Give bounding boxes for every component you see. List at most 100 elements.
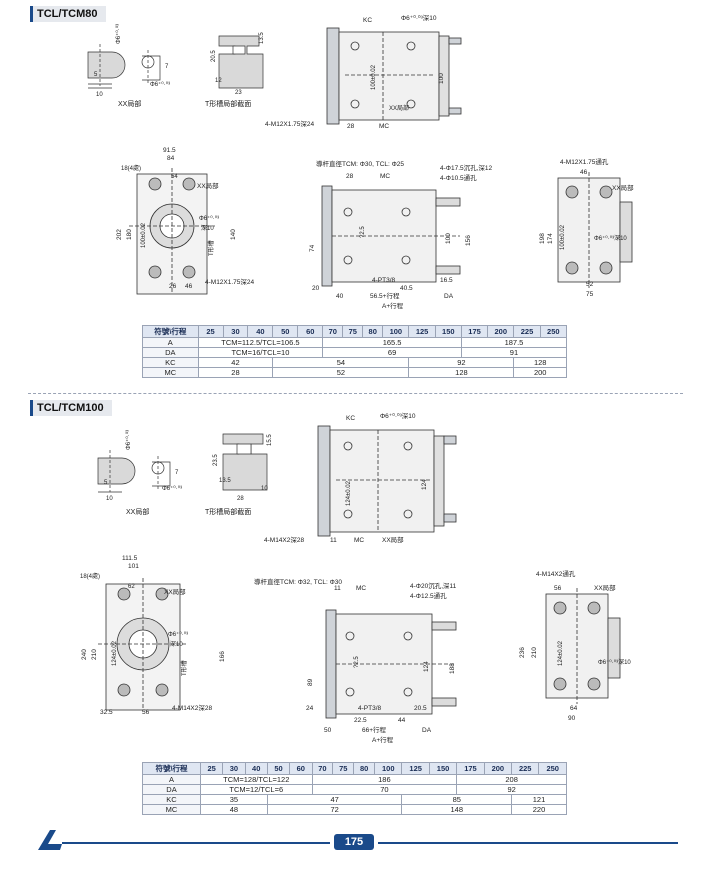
label: XX局部 bbox=[197, 181, 219, 190]
table-cell: DA bbox=[141, 784, 202, 795]
table-cell: KC bbox=[141, 794, 202, 805]
label: Φ6⁺⁰·⁰³ bbox=[199, 215, 219, 222]
label: 7 bbox=[165, 64, 169, 70]
label: 28 bbox=[237, 496, 244, 502]
xx-detail-drawing-tcm80: Φ6⁺⁰·⁰³ 5 10 7 Φ6⁺⁰·⁰³ XX局部 bbox=[87, 24, 170, 108]
table-cell: TCM=12/TCL=6 bbox=[200, 784, 313, 795]
label: 100 bbox=[445, 233, 452, 244]
label: MC bbox=[356, 585, 366, 592]
label: 4-Φ10.5通孔 bbox=[440, 173, 477, 182]
table-cell: KC bbox=[142, 357, 199, 368]
label: Φ6⁺⁰·⁰³ bbox=[150, 81, 170, 88]
xx-detail-drawing-tcm100: Φ6⁺⁰·⁰³ 5 10 7 Φ6⁺⁰·⁰³ XX局部 bbox=[97, 430, 182, 516]
label: T形槽 bbox=[180, 660, 188, 676]
table-cell: 48 bbox=[200, 804, 268, 815]
table-header-cell: 60 bbox=[297, 325, 324, 338]
table-row: A TCM=128/TCL=122 186 208 bbox=[141, 774, 567, 785]
spec-table-tcm100: 符號\行程 25 30 40 50 60 70 75 80 100 125 15… bbox=[141, 762, 567, 815]
front-view-drawing-tcm80: 91.5 84 18(4處) 54 XX局部 202 180 100±0.02 … bbox=[116, 147, 255, 295]
label: 4-M14X2通孔 bbox=[536, 569, 576, 578]
label: Φ6⁺⁰·⁰³ bbox=[168, 631, 188, 638]
label: 20.5 bbox=[414, 705, 427, 712]
table-cell: 208 bbox=[456, 774, 567, 785]
label: 10 bbox=[96, 92, 103, 98]
label: 46 bbox=[185, 283, 193, 290]
label: 74 bbox=[309, 244, 316, 252]
table-header-cell: 175 bbox=[460, 325, 489, 338]
table-cell: 52 bbox=[272, 367, 410, 378]
table-header-cell: 225 bbox=[511, 762, 540, 775]
caption-tslot: T形槽局部截面 bbox=[205, 507, 251, 516]
table-row: MC 48 72 148 220 bbox=[141, 804, 567, 815]
table-header-cell: 225 bbox=[513, 325, 541, 338]
table-header-cell: 30 bbox=[222, 762, 246, 775]
label: Φ6⁺⁰·⁰³深10 bbox=[594, 234, 627, 242]
label: 101 bbox=[128, 563, 139, 570]
table-row: KC 42 54 92 128 bbox=[142, 357, 567, 368]
table-cell: 28 bbox=[197, 367, 274, 378]
label: 62 bbox=[128, 584, 135, 590]
label: T形槽 bbox=[207, 240, 215, 256]
caption-tslot: T形槽局部截面 bbox=[205, 99, 251, 108]
label: 44 bbox=[398, 717, 406, 724]
label: 50 bbox=[324, 727, 332, 734]
label: 13.5 bbox=[259, 32, 265, 44]
footer-rule-right bbox=[378, 842, 678, 844]
label: 32.5 bbox=[100, 709, 113, 716]
front-view-drawing-tcm100: 111.5 101 18(4處) 62 XX局部 240 210 124±0.0… bbox=[80, 555, 226, 716]
label: 166 bbox=[219, 651, 226, 662]
label: 75 bbox=[586, 291, 594, 298]
table-cell: 121 bbox=[511, 794, 567, 805]
table-header-cell: 200 bbox=[487, 325, 515, 338]
table-header-cell: 40 bbox=[244, 762, 268, 775]
label: 18(4處) bbox=[121, 164, 141, 172]
table-header-cell: 符號\行程 bbox=[142, 325, 199, 338]
label: 11 bbox=[334, 585, 341, 592]
table-cell: A bbox=[141, 774, 202, 785]
table-header-cell: 40 bbox=[247, 325, 274, 338]
table-cell: 69 bbox=[322, 347, 462, 358]
table-cell: 35 bbox=[200, 794, 268, 805]
table-header-cell: 125 bbox=[408, 325, 436, 338]
label: 26 bbox=[169, 283, 177, 290]
table-cell: TCM=16/TCL=10 bbox=[197, 347, 324, 358]
table-cell: 165.5 bbox=[322, 337, 462, 348]
label: 4-Φ12.5通孔 bbox=[410, 591, 447, 600]
top-view-drawing-tcm80: KC Φ6⁺⁰·⁰³深10 100±0.02 100 XX局部 4-M12X1.… bbox=[265, 13, 462, 130]
table-header-cell: 70 bbox=[311, 762, 334, 775]
label: XX局部 bbox=[612, 183, 634, 192]
label: 124±0.02 bbox=[558, 640, 564, 666]
label: 23.5 bbox=[213, 454, 219, 466]
table-cell: TCM=128/TCL=122 bbox=[200, 774, 313, 785]
label: DA bbox=[422, 727, 432, 734]
label: 4-PT3/8 bbox=[372, 277, 396, 284]
label: 4-PT3/8 bbox=[358, 705, 382, 712]
table-header-cell: 125 bbox=[401, 762, 430, 775]
label: 100 bbox=[438, 73, 445, 84]
table-header-cell: 25 bbox=[200, 762, 224, 775]
table-header-cell: 250 bbox=[539, 325, 568, 338]
label: XX局部 bbox=[382, 535, 404, 544]
label: 16.5 bbox=[440, 277, 453, 284]
label: 10 bbox=[261, 486, 268, 492]
label: DA bbox=[444, 293, 454, 300]
table-row: MC 28 52 128 200 bbox=[142, 367, 567, 378]
table-cell: 92 bbox=[456, 784, 567, 795]
table-cell: 186 bbox=[311, 774, 458, 785]
table-cell: 72 bbox=[266, 804, 403, 815]
label: Φ6⁺⁰·⁰³深10 bbox=[380, 411, 416, 420]
table-header-cell: 80 bbox=[353, 762, 376, 775]
label: 174 bbox=[547, 233, 554, 244]
label: 5 bbox=[94, 72, 98, 78]
table-cell: TCM=112.5/TCL=106.5 bbox=[197, 337, 324, 348]
label: 202 bbox=[116, 229, 123, 240]
label: MC bbox=[380, 173, 390, 180]
company-logo-icon bbox=[38, 830, 62, 850]
label: 91.5 bbox=[163, 147, 176, 154]
label: 22.5 bbox=[354, 717, 367, 724]
label: 10 bbox=[106, 496, 113, 502]
label: Φ6⁺⁰·⁰³ bbox=[162, 485, 182, 492]
label: 15.5 bbox=[267, 434, 273, 446]
label: 56 bbox=[142, 709, 150, 716]
label: 7 bbox=[175, 470, 179, 476]
